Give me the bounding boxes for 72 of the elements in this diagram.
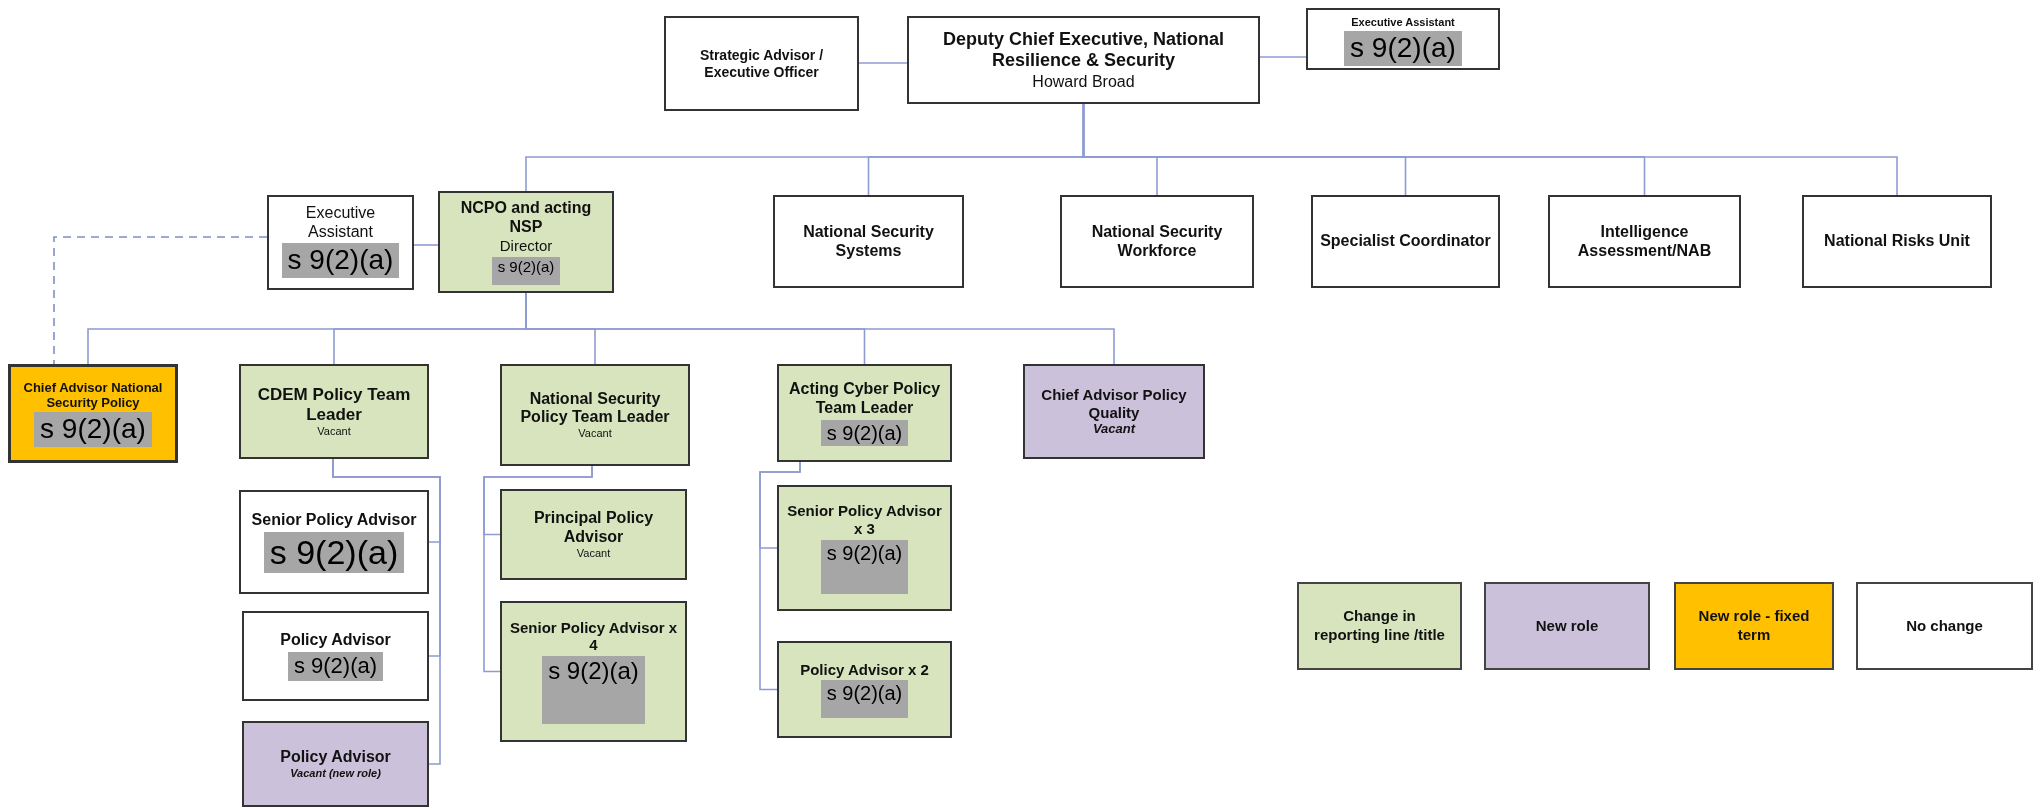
redacted-text: s 9(2)(a) — [820, 419, 909, 446]
role-box — [777, 641, 952, 738]
role-box — [438, 191, 614, 293]
role-box — [242, 611, 429, 701]
role-box — [1548, 195, 1741, 288]
connector-line — [858, 62, 908, 64]
role-title: Acting Cyber Policy Team Leader — [787, 380, 942, 418]
role-title: Strategic Advisor / Executive Officer — [698, 47, 825, 80]
role-title: Senior Policy Advisor — [251, 510, 417, 530]
redacted-text: s 9(2)(a) — [820, 680, 909, 719]
role-title: Principal Policy Advisor — [532, 509, 655, 547]
legend-text: New role - fixed term — [1697, 607, 1811, 645]
role-subtitle: Vacant — [576, 546, 611, 560]
role-box — [777, 485, 952, 611]
legend-text: New role — [1535, 616, 1599, 636]
role-title: Senior Policy Advisor x 4 — [509, 618, 678, 654]
role-subtitle: Vacant — [578, 427, 612, 441]
role-box — [1060, 195, 1254, 288]
role-box — [239, 490, 429, 594]
redacted-text: s 9(2)(a) — [1344, 30, 1462, 66]
role-box — [500, 489, 687, 580]
role-box — [8, 364, 178, 463]
role-box — [1311, 195, 1500, 288]
role-title: National Security Workforce — [1090, 222, 1224, 261]
role-title: Policy Advisor — [280, 747, 391, 767]
vacancy-note: Vacant (new role) — [290, 766, 381, 781]
role-box — [1802, 195, 1992, 288]
role-subtitle: Director — [499, 236, 553, 255]
role-box — [907, 16, 1260, 104]
dashed-connector — [53, 236, 268, 365]
connector-line — [759, 461, 801, 691]
role-title: National Security Policy Team Leader — [519, 389, 671, 428]
role-box — [664, 16, 859, 111]
legend-text: No change — [1906, 616, 1983, 636]
role-box — [239, 364, 429, 459]
role-title: Specialist Coordinator — [1320, 232, 1491, 251]
role-subtitle: Howard Broad — [1032, 71, 1135, 91]
role-box — [1306, 8, 1500, 70]
role-title: Chief Advisor Policy Quality — [1040, 386, 1188, 422]
redacted-text: s 9(2)(a) — [287, 652, 384, 681]
role-box — [242, 721, 429, 807]
connector-line — [1082, 103, 1898, 196]
redacted-text: s 9(2)(a) — [542, 656, 645, 725]
legend-text: Change in reporting line /title — [1313, 607, 1446, 645]
redacted-text: s 9(2)(a) — [34, 412, 152, 448]
vacancy-note: Vacant — [1092, 421, 1136, 437]
role-subtitle: Executive Assistant — [304, 203, 377, 242]
role-box — [1023, 364, 1205, 459]
role-box — [267, 195, 414, 290]
role-box — [773, 195, 964, 288]
redacted-text: s 9(2)(a) — [491, 256, 561, 286]
role-box — [777, 364, 952, 462]
connector-line — [483, 465, 593, 673]
role-box — [500, 601, 687, 742]
role-subtitle: Vacant — [317, 424, 351, 439]
role-title: Deputy Chief Executive, National Resilience & Security — [941, 29, 1226, 72]
redacted-text: s 9(2)(a) — [263, 531, 405, 574]
role-box — [500, 364, 690, 466]
connector-line — [1259, 56, 1307, 58]
role-title: Intelligence Assessment/NAB — [1576, 222, 1713, 261]
redacted-text: s 9(2)(a) — [820, 539, 909, 594]
redacted-text: s 9(2)(a) — [281, 243, 400, 279]
role-title: NCPO and acting NSP — [459, 198, 593, 237]
role-title: Policy Advisor — [280, 631, 391, 651]
role-title: Executive Assistant — [1351, 16, 1455, 29]
role-title: Policy Advisor x 2 — [800, 660, 929, 679]
connector-line — [413, 244, 439, 246]
role-title: Chief Advisor National Security Policy — [22, 379, 164, 411]
role-title: Senior Policy Advisor x 3 — [786, 502, 943, 538]
role-title: National Risks Unit — [1824, 232, 1970, 251]
role-title: CDEM Policy Team Leader — [256, 384, 412, 425]
role-title: National Security Systems — [802, 222, 935, 261]
